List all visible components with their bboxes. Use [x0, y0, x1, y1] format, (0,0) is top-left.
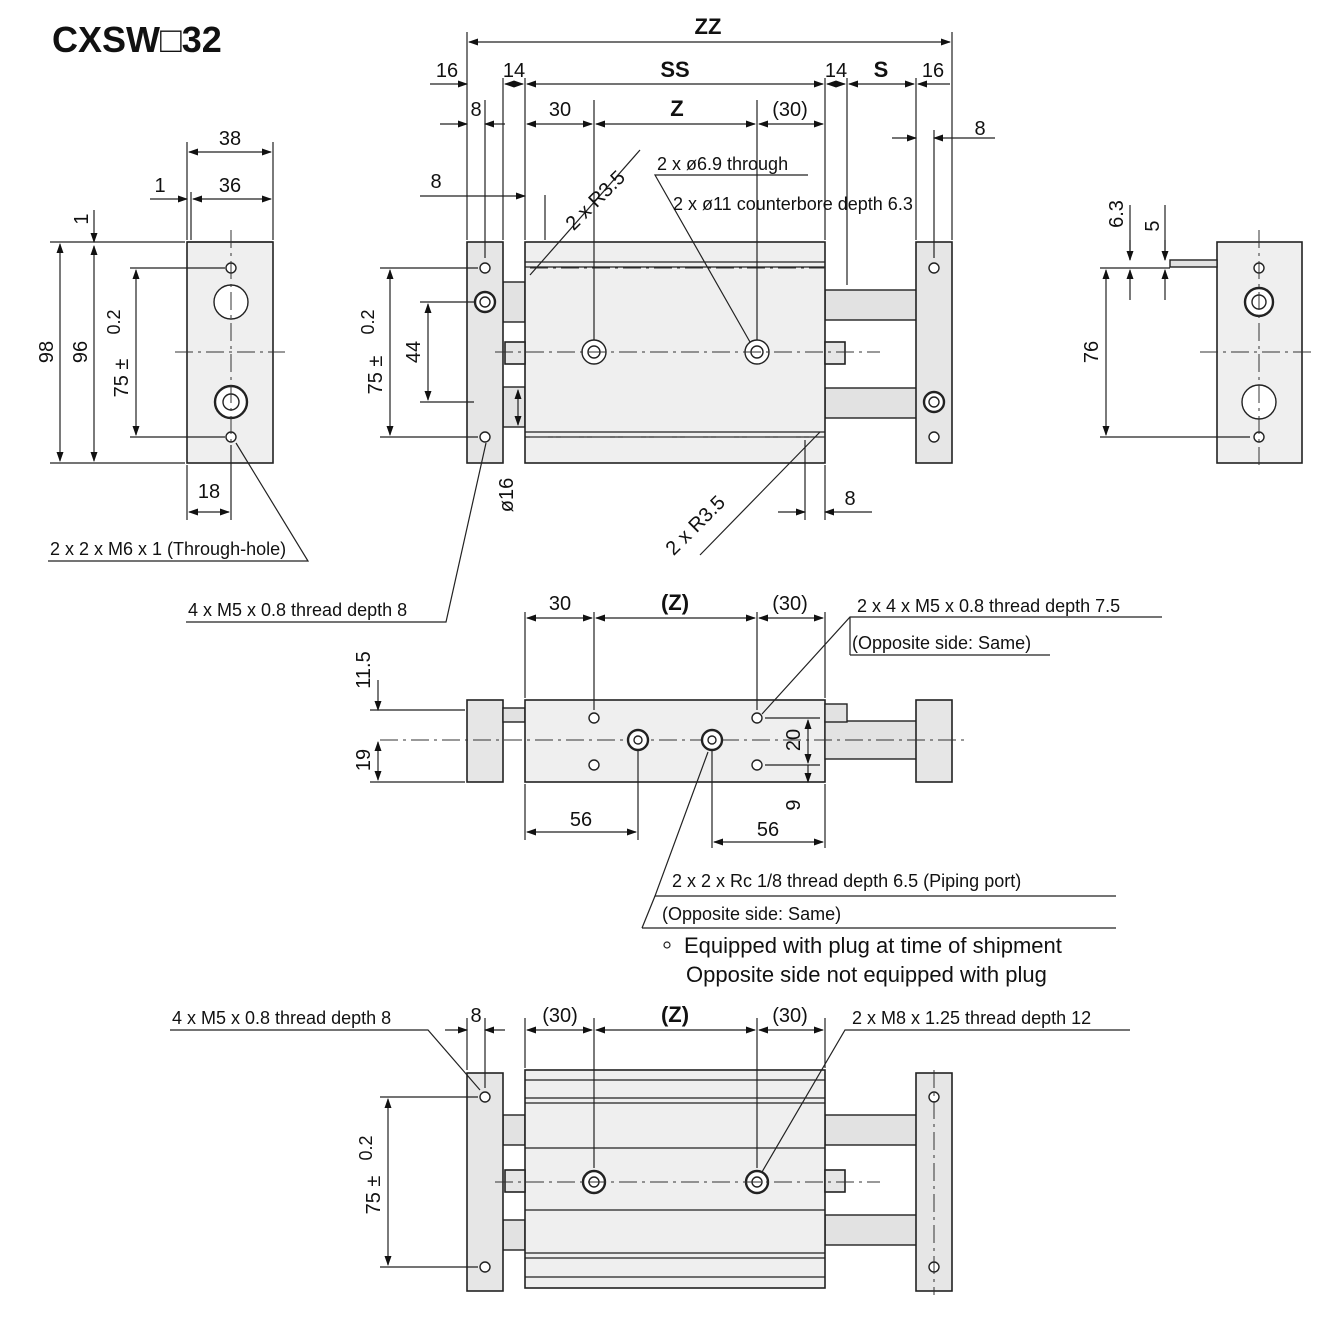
dim-30: 30 — [549, 99, 571, 121]
side-dim-30-paren: (30) — [772, 593, 808, 615]
top-view: ZZ 16 14 SS 14 S 16 8 30 Z (30) 8 8 2 x … — [186, 14, 995, 623]
dim-38: 38 — [219, 128, 241, 150]
dim-zz: ZZ — [695, 14, 722, 39]
note-rc: 2 x 2 x Rc 1/8 thread depth 6.5 (Piping … — [672, 871, 1021, 891]
dim-20: 20 — [783, 729, 805, 751]
dim-75-top-tol: 0.2 — [358, 309, 378, 334]
dim-56-left: 56 — [570, 809, 592, 831]
dim-36: 36 — [219, 175, 241, 197]
note-counterbore: 2 x ø11 counterbore depth 6.3 — [673, 194, 913, 214]
note-m5-top: 4 x M5 x 0.8 thread depth 8 — [188, 600, 407, 620]
dim-75: 75 ± — [111, 359, 133, 398]
dim-14-right: 14 — [825, 60, 847, 82]
dim-5: 5 — [1142, 220, 1164, 231]
note-m5-side: 2 x 4 x M5 x 0.8 thread depth 7.5 — [857, 596, 1120, 616]
dim-8-top-right: 8 — [974, 118, 985, 140]
dim-19: 19 — [353, 749, 375, 771]
note-m6: 2 x 2 x M6 x 1 (Through-hole) — [50, 539, 286, 559]
dim-8-bottom: 8 — [844, 488, 855, 510]
dim-phi16: ø16 — [496, 478, 518, 512]
legend-line-1: Equipped with plug at time of shipment — [684, 933, 1062, 958]
note-m8: 2 x M8 x 1.25 thread depth 12 — [852, 1008, 1091, 1028]
dim-8-star: 8 — [430, 171, 441, 193]
dim-30-paren: (30) — [772, 99, 808, 121]
dim-44: 44 — [403, 341, 425, 363]
dim-r35-bottom: 2 x R3.5 — [662, 492, 730, 560]
note-opp-1: (Opposite side: Same) — [852, 633, 1031, 653]
side-view: 30 (Z) (30) 2 x 4 x M5 x 0.8 thread dept… — [353, 590, 1162, 987]
dim-96: 96 — [70, 341, 92, 363]
bottom-dim-z: (Z) — [661, 1002, 689, 1027]
model-title: CXSW□32 — [52, 19, 222, 60]
dim-z: Z — [670, 96, 683, 121]
dim-1-side: 1 — [71, 213, 93, 224]
bottom-dim-75-tol: 0.2 — [356, 1135, 376, 1160]
dim-s: S — [874, 57, 889, 82]
note-m5-bottom: 4 x M5 x 0.8 thread depth 8 — [172, 1008, 391, 1028]
dim-r35-top: 2 x R3.5 — [562, 167, 630, 235]
dim-16-right: 16 — [922, 60, 944, 82]
left-end-view: 38 1 36 1 98 96 75 ± 0.2 18 2 x 2 x M6 x… — [36, 128, 310, 562]
dim-8-top-left: 8 — [470, 99, 481, 121]
legend-line-2: Opposite side not equipped with plug — [686, 962, 1047, 987]
bottom-dim-75: 75 ± — [363, 1176, 385, 1215]
dim-56-right: 56 — [757, 819, 779, 841]
dim-6-3: 6.3 — [1106, 200, 1128, 228]
side-dim-30: 30 — [549, 593, 571, 615]
note-opp-2: (Opposite side: Same) — [662, 904, 841, 924]
bottom-view: 4 x M5 x 0.8 thread depth 8 8 (30) (Z) (… — [170, 1002, 1130, 1295]
bottom-dim-30-right: (30) — [772, 1005, 808, 1027]
dim-76: 76 — [1081, 341, 1103, 363]
bottom-dim-8: 8 — [470, 1005, 481, 1027]
right-end-view: 6.3 5 76 — [1081, 200, 1315, 470]
plug-symbol — [663, 941, 671, 949]
dim-75-tol: 0.2 — [104, 309, 124, 334]
dim-1-top: 1 — [154, 175, 165, 197]
dim-ss: SS — [660, 57, 689, 82]
dim-75-top: 75 ± — [365, 356, 387, 395]
dim-18: 18 — [198, 481, 220, 503]
dim-9: 9 — [783, 799, 805, 810]
side-dim-z: (Z) — [661, 590, 689, 615]
bottom-dim-30-left: (30) — [542, 1005, 578, 1027]
dim-14-left: 14 — [503, 60, 525, 82]
dim-16-left: 16 — [436, 60, 458, 82]
dim-11-5: 11.5 — [353, 651, 375, 688]
note-through: 2 x ø6.9 through — [657, 154, 788, 174]
dim-98: 98 — [36, 341, 58, 363]
